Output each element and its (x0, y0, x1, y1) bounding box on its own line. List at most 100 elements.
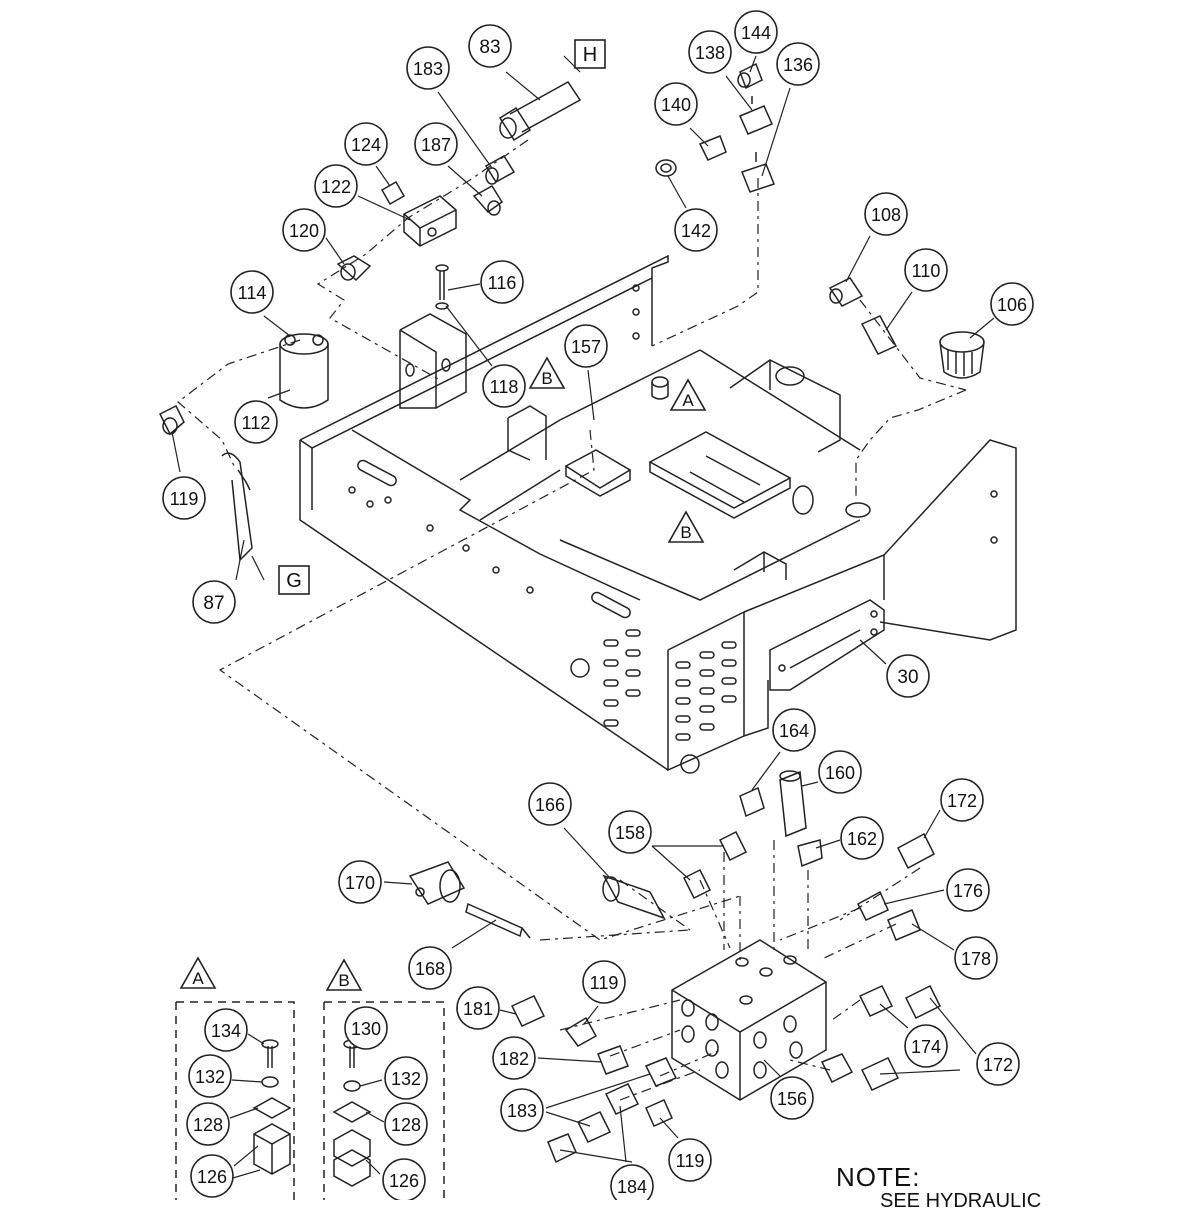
callout-label: 108 (871, 205, 901, 225)
callout-circle (770, 1076, 814, 1120)
leader-c114 (263, 315, 291, 337)
fitting-119-upper (158, 404, 185, 436)
callout-c157: 157 (564, 324, 608, 368)
callout-label: 126 (389, 1171, 419, 1191)
callout-circle (940, 778, 984, 822)
leader-c119a (171, 431, 181, 473)
triangle-frame (669, 378, 707, 411)
callout-c187: 187 (414, 122, 458, 166)
callout-circle (904, 1024, 948, 1068)
callout-label: 112 (242, 413, 271, 433)
callout-circle (344, 122, 388, 166)
callout-label: 136 (783, 55, 813, 75)
callout-c164: 164 (772, 708, 816, 752)
callout-circle (688, 30, 732, 74)
leader-c172b (929, 997, 977, 1055)
triangle-frame (325, 958, 363, 991)
callout-label: 184 (617, 1177, 647, 1197)
callout-label: 83 (479, 37, 500, 58)
callout-circle (480, 260, 524, 304)
elbow-fitting-183 (484, 154, 516, 185)
leader-c132a (231, 1079, 263, 1083)
tee-138 (739, 96, 773, 135)
callout-label: 168 (415, 959, 445, 979)
leader-c122 (357, 195, 411, 221)
callout-label: 181 (463, 999, 493, 1019)
leader-c124 (375, 165, 391, 187)
callout-circle (674, 208, 718, 252)
callout-c140: 140 (654, 82, 698, 126)
nut-142 (655, 159, 677, 177)
leader-c187 (447, 165, 483, 197)
callout-c174: 174 (904, 1024, 948, 1068)
callout-circle (230, 270, 274, 314)
callout-circle (954, 936, 998, 980)
callout-circle (772, 708, 816, 752)
leader-c134 (247, 1033, 265, 1045)
callout-label: 144 (741, 23, 771, 43)
leader-c116 (447, 283, 481, 291)
fitting-176 (857, 890, 889, 921)
callout-label: 170 (345, 873, 375, 893)
callout-c116: 116 (480, 260, 524, 304)
callout-c119b: 119 (582, 960, 626, 1004)
callout-c183a: 183 (406, 46, 450, 90)
callout-circle (564, 324, 608, 368)
frame-chassis (299, 254, 1017, 774)
leader-c138 (725, 75, 753, 111)
cartridge-166 (602, 874, 666, 920)
leader-c132b (359, 1079, 383, 1087)
leader-c168 (451, 919, 497, 949)
valve-160 (779, 770, 807, 838)
callout-c122: 122 (314, 164, 358, 208)
fitting-178 (887, 909, 921, 941)
valve-164 (739, 786, 765, 818)
leader-c106 (969, 317, 995, 339)
callout-circle (382, 1158, 426, 1200)
callout-circle (610, 1164, 654, 1200)
callout-label: 138 (695, 43, 725, 63)
leader-c182 (537, 1057, 603, 1063)
callout-circle (864, 192, 908, 236)
callout-label: 162 (847, 829, 877, 849)
callout-c144: 144 (734, 10, 778, 54)
triangle-text: B (680, 523, 691, 542)
leader-c118 (445, 305, 493, 367)
callout-c138: 138 (688, 30, 732, 74)
callout-circle (344, 1006, 388, 1050)
leader-c184 (619, 1105, 627, 1163)
callout-label: 126 (197, 1167, 227, 1187)
hose-83 (498, 81, 582, 142)
leader-c128a (229, 1107, 259, 1119)
callout-circle (456, 986, 500, 1030)
leader-c120 (325, 237, 345, 265)
callout-c142: 142 (674, 208, 718, 252)
callout-label: 119 (590, 973, 619, 993)
leader-c158-b (651, 845, 691, 881)
callout-c160: 160 (818, 750, 862, 794)
callout-label: 116 (488, 273, 517, 293)
callout-label: 140 (661, 95, 691, 115)
leader-c140 (689, 127, 709, 147)
routing-lines (177, 139, 967, 1101)
callout-label: 178 (961, 949, 991, 969)
triangle-label-triA1: A (669, 378, 707, 411)
callout-label: 182 (499, 1049, 529, 1069)
leader-c166 (563, 827, 611, 879)
fitting-172-upper (897, 832, 935, 870)
detail-box-a (175, 1001, 295, 1200)
callout-c30: 30 (886, 654, 930, 698)
callout-c134: 134 (204, 1008, 248, 1052)
fitting-108 (828, 277, 864, 307)
leader-boxG (251, 555, 265, 581)
callout-label: 134 (211, 1021, 241, 1041)
leader-lines (171, 55, 995, 1181)
callout-circle (776, 42, 820, 86)
callout-c126b: 126 (382, 1158, 426, 1200)
callout-label: 130 (351, 1019, 381, 1039)
box-frame (574, 39, 606, 69)
callout-label: 132 (391, 1069, 421, 1089)
fitting-181 (510, 995, 546, 1027)
